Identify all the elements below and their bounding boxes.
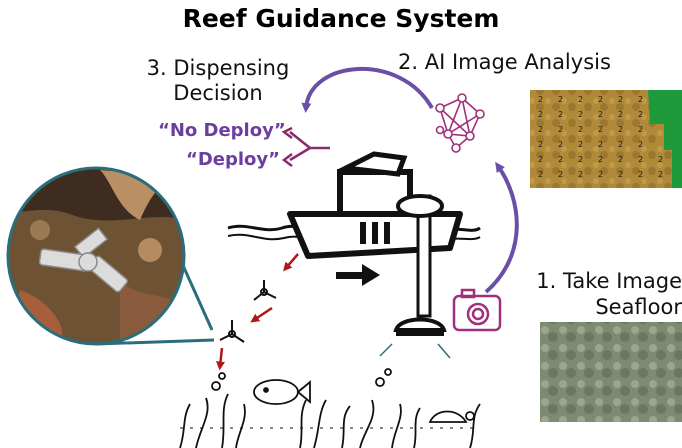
- camera-icon: [452, 288, 502, 332]
- deploy-label: “Deploy”: [186, 149, 280, 170]
- seafloor-photo: [540, 322, 682, 422]
- no-deploy-label: “No Deploy”: [158, 120, 286, 141]
- boat-direction-arrow: [336, 264, 380, 286]
- drop-arrow-2: [250, 306, 273, 323]
- camera-view-line-right: [437, 343, 451, 359]
- grid-cell-label: 2: [618, 170, 623, 179]
- grid-cell-label: 2: [618, 125, 623, 134]
- drop-arrow-3: [216, 347, 225, 371]
- grid-cell-label: 2: [618, 110, 623, 119]
- seafloor-doodles: [179, 368, 481, 448]
- grid-cell-label: 2: [558, 170, 563, 179]
- grid-cell-label: 2: [538, 155, 543, 164]
- grid-cell-label: 2: [558, 95, 563, 104]
- neural-network-icon: [435, 93, 485, 153]
- grid-cell-label: 2: [558, 125, 563, 134]
- device-icon-2: [219, 320, 245, 343]
- grid-cell-label: 2: [558, 110, 563, 119]
- grid-cell-label: 2: [638, 155, 643, 164]
- camera-view-line-left: [379, 343, 393, 357]
- step1-label: 1. Take Image Seafloor: [512, 268, 682, 320]
- grid-cell-label: 2: [578, 140, 583, 149]
- grid-cell-label: 2: [618, 155, 623, 164]
- grid-cell-label: 2: [578, 170, 583, 179]
- camera-to-analysis-arrow: [484, 161, 519, 294]
- step2-label: 2. AI Image Analysis: [398, 50, 611, 74]
- step3-line1: 3. Dispensing: [146, 56, 290, 80]
- grid-cell-label: 2: [598, 170, 603, 179]
- grid-cell-label: 2: [578, 95, 583, 104]
- grid-cell-label: 2: [598, 140, 603, 149]
- device-icon-1: [253, 280, 277, 301]
- boat-icon: [287, 151, 463, 336]
- grid-cell-label: 2: [598, 95, 603, 104]
- grid-cell-label: 2: [578, 155, 583, 164]
- grid-cell-label: 2: [618, 95, 623, 104]
- step1-line1: 1. Take Image: [536, 269, 682, 293]
- grid-cell-label: 2: [558, 140, 563, 149]
- grid-cell-label: 2: [598, 110, 603, 119]
- step3-line2: Decision: [173, 81, 263, 105]
- grid-cell-label: 2: [638, 110, 643, 119]
- grid-cell-label: 2: [538, 170, 543, 179]
- grid-cell-label: 2: [538, 95, 543, 104]
- reef-photo-border: [6, 166, 186, 346]
- analysis-to-decision-arrow: [301, 66, 434, 113]
- grid-cell-label: 2: [598, 155, 603, 164]
- grid-cell-label: 2: [638, 140, 643, 149]
- step3-label: 3. Dispensing Decision: [138, 56, 298, 106]
- step1-line2: Seafloor: [595, 295, 682, 319]
- grid-cell-label: 2: [578, 110, 583, 119]
- grid-cell-label: 2: [658, 170, 663, 179]
- grid-cell-label: 2: [538, 110, 543, 119]
- grid-cell-label: 2: [638, 95, 643, 104]
- analysis-grid-image: 2 2 2 2 2 2 2 2 2 2 2 2 2 2 2 2 2 2 2 2 2 2 2 2 2 2 2 2 2 2 2 2 2 2 2 2 2 2: [530, 90, 682, 188]
- zoom-line-bottom: [95, 338, 215, 346]
- grid-cell-label: 2: [578, 125, 583, 134]
- decision-fork-icon: [281, 126, 330, 167]
- grid-cell-label: 2: [538, 140, 543, 149]
- grid-cell-label: 2: [598, 125, 603, 134]
- grid-cell-label: 2: [638, 125, 643, 134]
- drop-arrow-1: [283, 253, 299, 272]
- grid-cell-label: 2: [538, 125, 543, 134]
- grid-cell-label: 2: [638, 170, 643, 179]
- grid-cell-label: 2: [658, 155, 663, 164]
- diagram-title: Reef Guidance System: [182, 4, 500, 33]
- grid-cell-label: 2: [618, 140, 623, 149]
- grid-cell-label: 2: [558, 155, 563, 164]
